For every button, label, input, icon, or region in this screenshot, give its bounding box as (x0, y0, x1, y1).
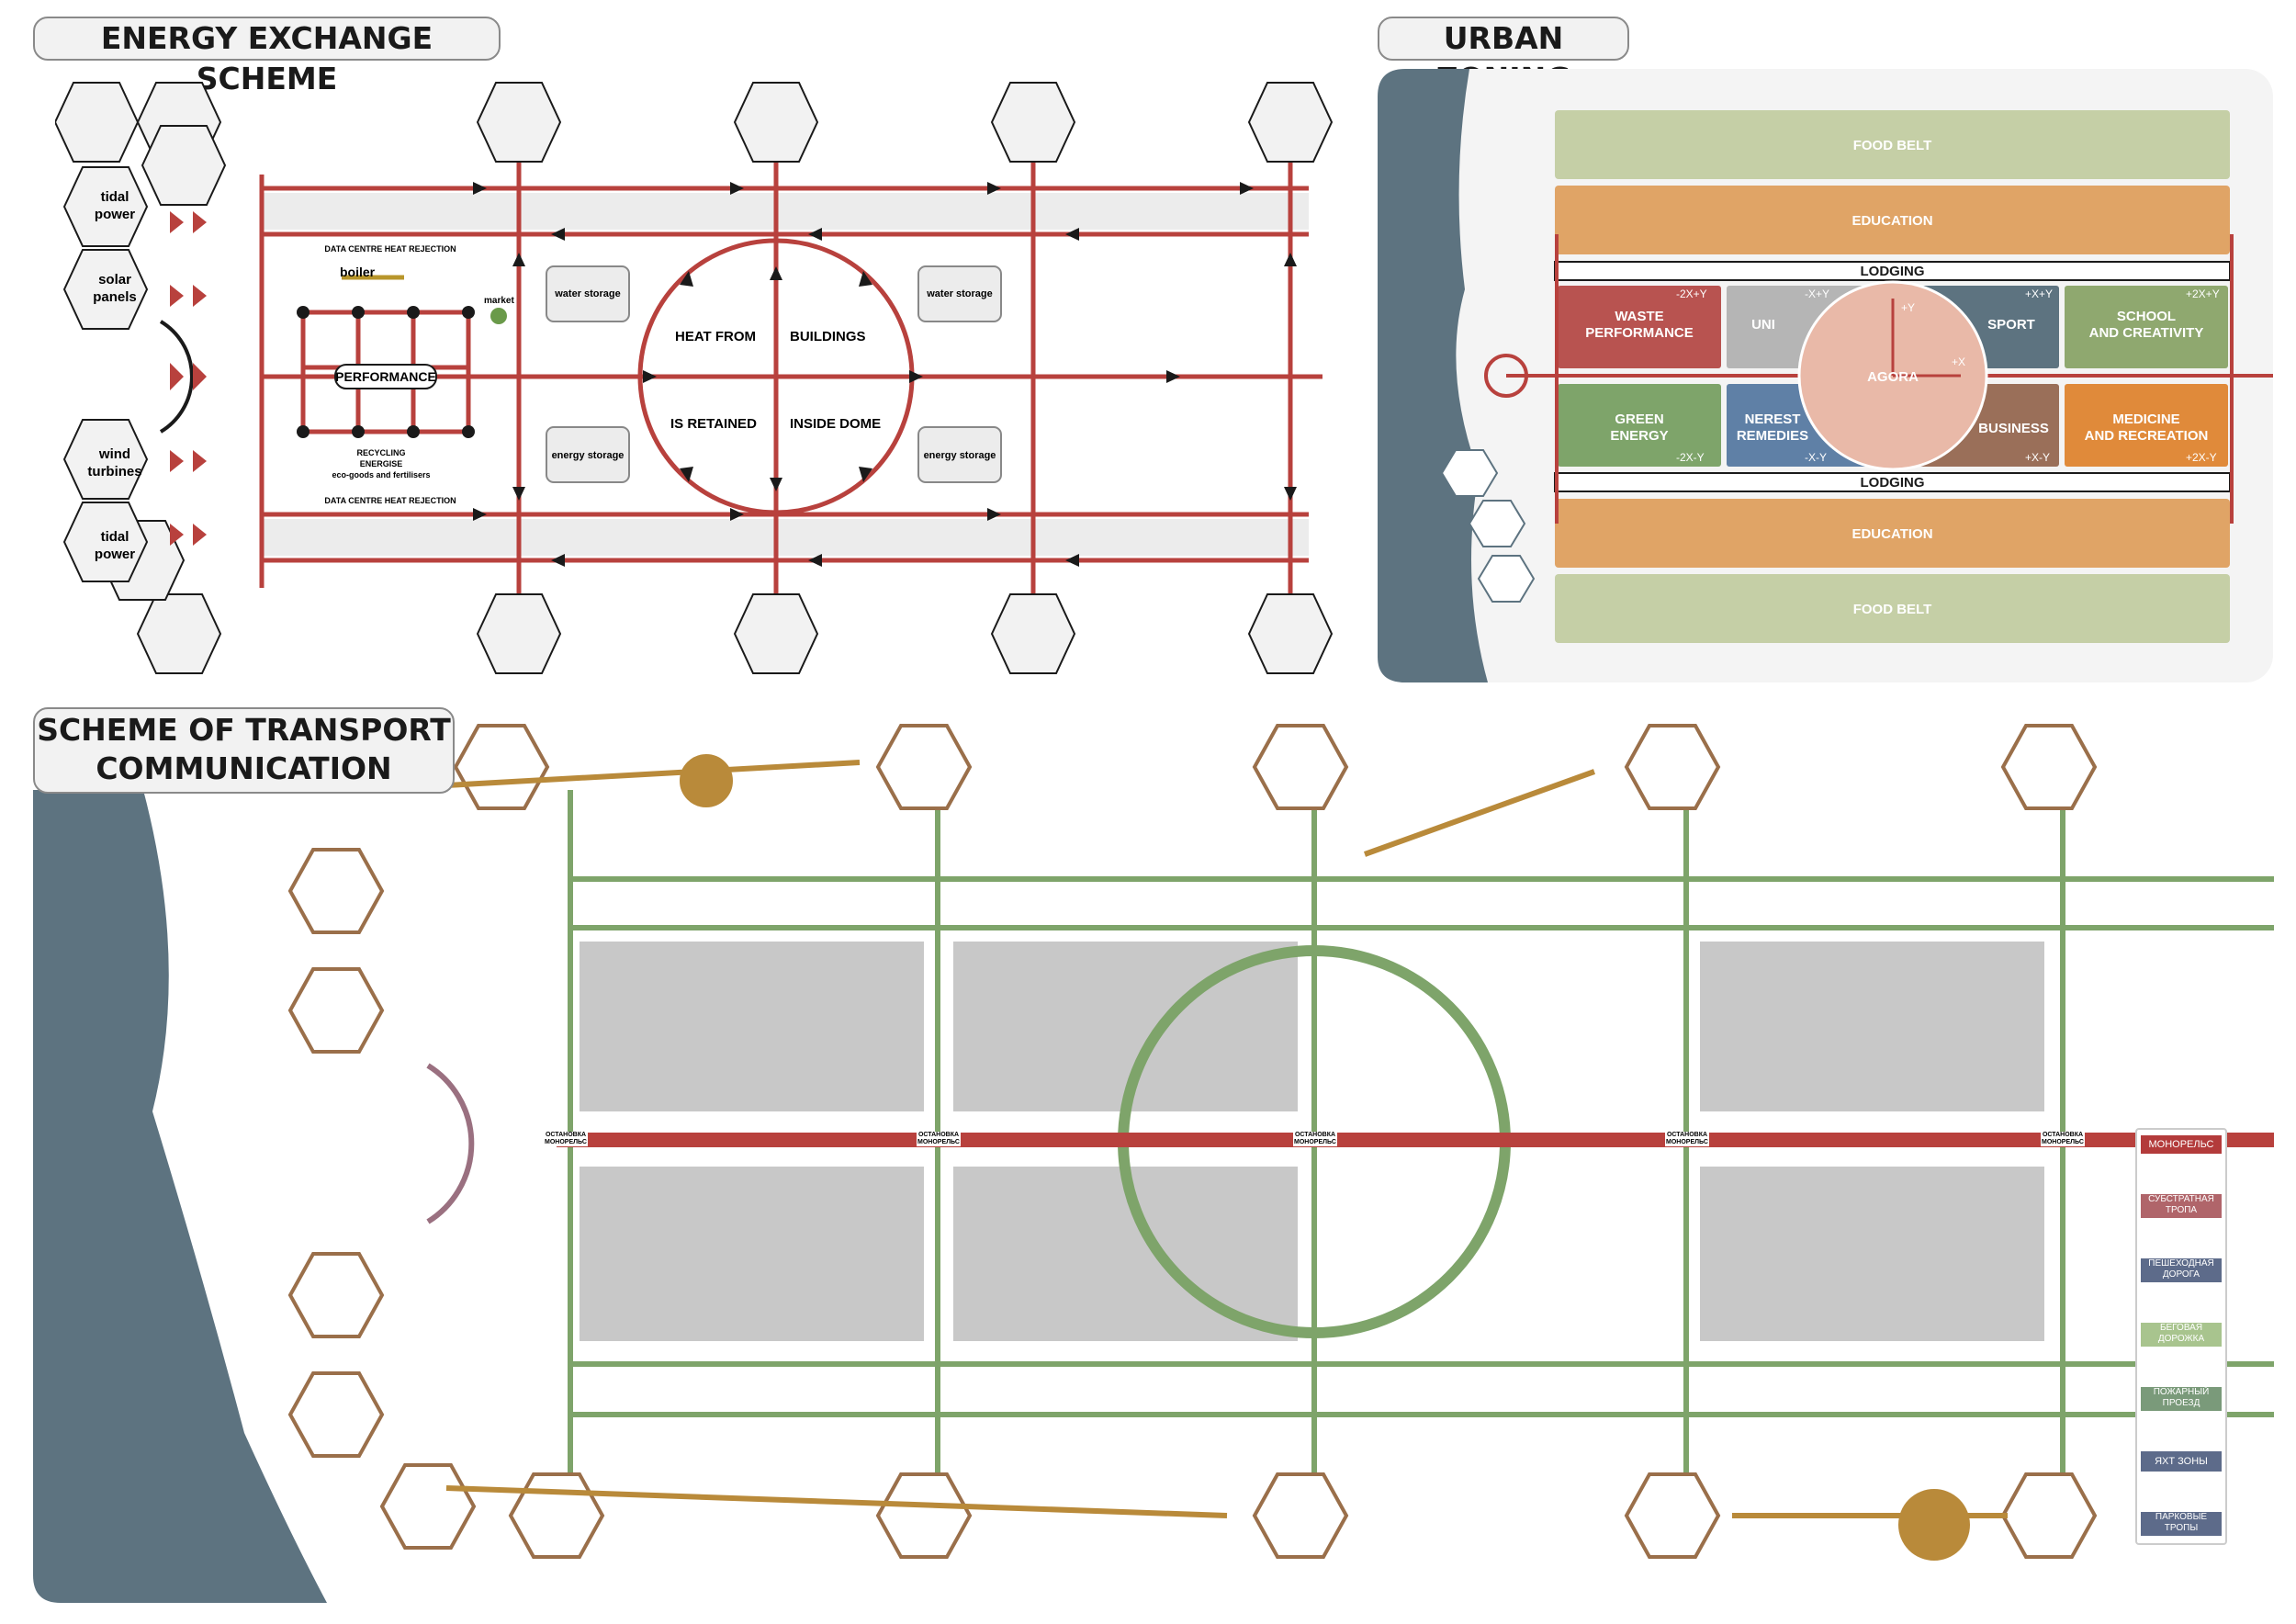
zone-label: BUSINESS (1970, 421, 2057, 436)
zone-label: UNI (1727, 317, 1800, 333)
recycling-label: ENERGISE (294, 459, 468, 468)
dome-label: IS RETAINED (670, 416, 757, 432)
transport-title-line: COMMUNICATION (35, 750, 453, 788)
lodging-label: LODGING (1555, 264, 2230, 279)
heat-rejection-label: DATA CENTRE HEAT REJECTION (303, 496, 478, 505)
stop-line: ОСТАНОВКА (1665, 1132, 1709, 1139)
stop-line: ОСТАНОВКА (544, 1132, 588, 1139)
transport-map (33, 707, 2274, 1603)
energy-diagram (55, 73, 1341, 689)
coord-label: -2X-Y (1676, 451, 1705, 464)
agora-label: AGORA (1847, 369, 1939, 385)
coord-label: +Y (1901, 301, 1915, 314)
stop-line: ОСТАНОВКА (1293, 1132, 1337, 1139)
lodging-label: LODGING (1555, 475, 2230, 491)
zone-label: SCHOOL AND CREATIVITY (2065, 309, 2228, 342)
monorail-stop: ОСТАНОВКА МОНОРЕЛЬС (2041, 1132, 2085, 1146)
market-label: market (484, 296, 514, 306)
recycling-label: eco-goods and fertilisers (294, 470, 468, 479)
stop-line: МОНОРЕЛЬС (1665, 1139, 1709, 1146)
zoning-map (1378, 69, 2273, 684)
dome-label: BUILDINGS (790, 329, 866, 344)
legend-item: ЯХТ ЗОНЫ (2141, 1451, 2222, 1472)
stop-line: МОНОРЕЛЬС (917, 1139, 961, 1146)
monorail-stop: ОСТАНОВКА МОНОРЕЛЬС (917, 1132, 961, 1146)
stop-line: ОСТАНОВКА (917, 1132, 961, 1139)
dome-label: HEAT FROM (675, 329, 756, 344)
source-label: tidal power (83, 528, 147, 563)
zone-label: GREEN ENERGY (1558, 412, 1721, 445)
legend-item: БЕГОВАЯ ДОРОЖКА (2141, 1323, 2222, 1347)
stop-line: ОСТАНОВКА (2041, 1132, 2085, 1139)
boiler-label: boiler (340, 265, 375, 279)
legend-item: СУБСТРАТНАЯ ТРОПА (2141, 1194, 2222, 1218)
source-label: tidal power (83, 188, 147, 223)
legend-item: ПЕШЕХОДНАЯ ДОРОГА (2141, 1258, 2222, 1282)
coord-label: +X (1952, 355, 1965, 368)
zone-label: SPORT (1975, 317, 2048, 333)
storage-label: water storage (918, 288, 1001, 299)
stop-line: МОНОРЕЛЬС (1293, 1139, 1337, 1146)
food-belt-label: FOOD BELT (1555, 602, 2230, 617)
coord-label: +X-Y (2025, 451, 2050, 464)
legend-item: МОНОРЕЛЬС (2141, 1135, 2222, 1154)
zone-label: NEREST REMEDIES (1727, 412, 1818, 445)
education-label: EDUCATION (1555, 526, 2230, 542)
storage-label: energy storage (918, 450, 1001, 461)
coord-label: -2X+Y (1676, 288, 1707, 300)
zone-label: MEDICINE AND RECREATION (2065, 412, 2228, 445)
food-belt-label: FOOD BELT (1555, 138, 2230, 153)
monorail-stop: ОСТАНОВКА МОНОРЕЛЬС (1293, 1132, 1337, 1146)
source-label: solar panels (83, 271, 147, 306)
zoning-title: URBAN ZONING (1378, 17, 1629, 61)
storage-label: energy storage (546, 450, 629, 461)
storage-label: water storage (546, 288, 629, 299)
recycling-label: RECYCLING (294, 448, 468, 457)
monorail-stop: ОСТАНОВКА МОНОРЕЛЬС (1665, 1132, 1709, 1146)
stop-line: МОНОРЕЛЬС (2041, 1139, 2085, 1146)
zone-label: WASTE PERFORMANCE (1558, 309, 1721, 342)
legend-item: ПОЖАРНЫЙ ПРОЕЗД (2141, 1387, 2222, 1411)
coord-label: -X-Y (1805, 451, 1827, 464)
transport-legend: МОНОРЕЛЬС СУБСТРАТНАЯ ТРОПА ПЕШЕХОДНАЯ Д… (2135, 1128, 2227, 1545)
heat-rejection-label: DATA CENTRE HEAT REJECTION (303, 244, 478, 254)
source-label: wind turbines (83, 445, 147, 480)
transport-title-line: SCHEME OF TRANSPORT (35, 711, 453, 750)
dome-label: INSIDE DOME (790, 416, 881, 432)
legend-item: ПАРКОВЫЕ ТРОПЫ (2141, 1512, 2222, 1536)
monorail-stop: ОСТАНОВКА МОНОРЕЛЬС (544, 1132, 588, 1146)
coord-label: -X+Y (1805, 288, 1829, 300)
education-label: EDUCATION (1555, 213, 2230, 229)
coord-label: +2X+Y (2186, 288, 2220, 300)
stop-line: МОНОРЕЛЬС (544, 1139, 588, 1146)
coord-label: +2X-Y (2186, 451, 2217, 464)
transport-title: SCHEME OF TRANSPORT COMMUNICATION (33, 707, 455, 794)
energy-title: ENERGY EXCHANGE SCHEME (33, 17, 501, 61)
performance-label: PERFORMANCE (335, 369, 436, 384)
coord-label: +X+Y (2025, 288, 2053, 300)
